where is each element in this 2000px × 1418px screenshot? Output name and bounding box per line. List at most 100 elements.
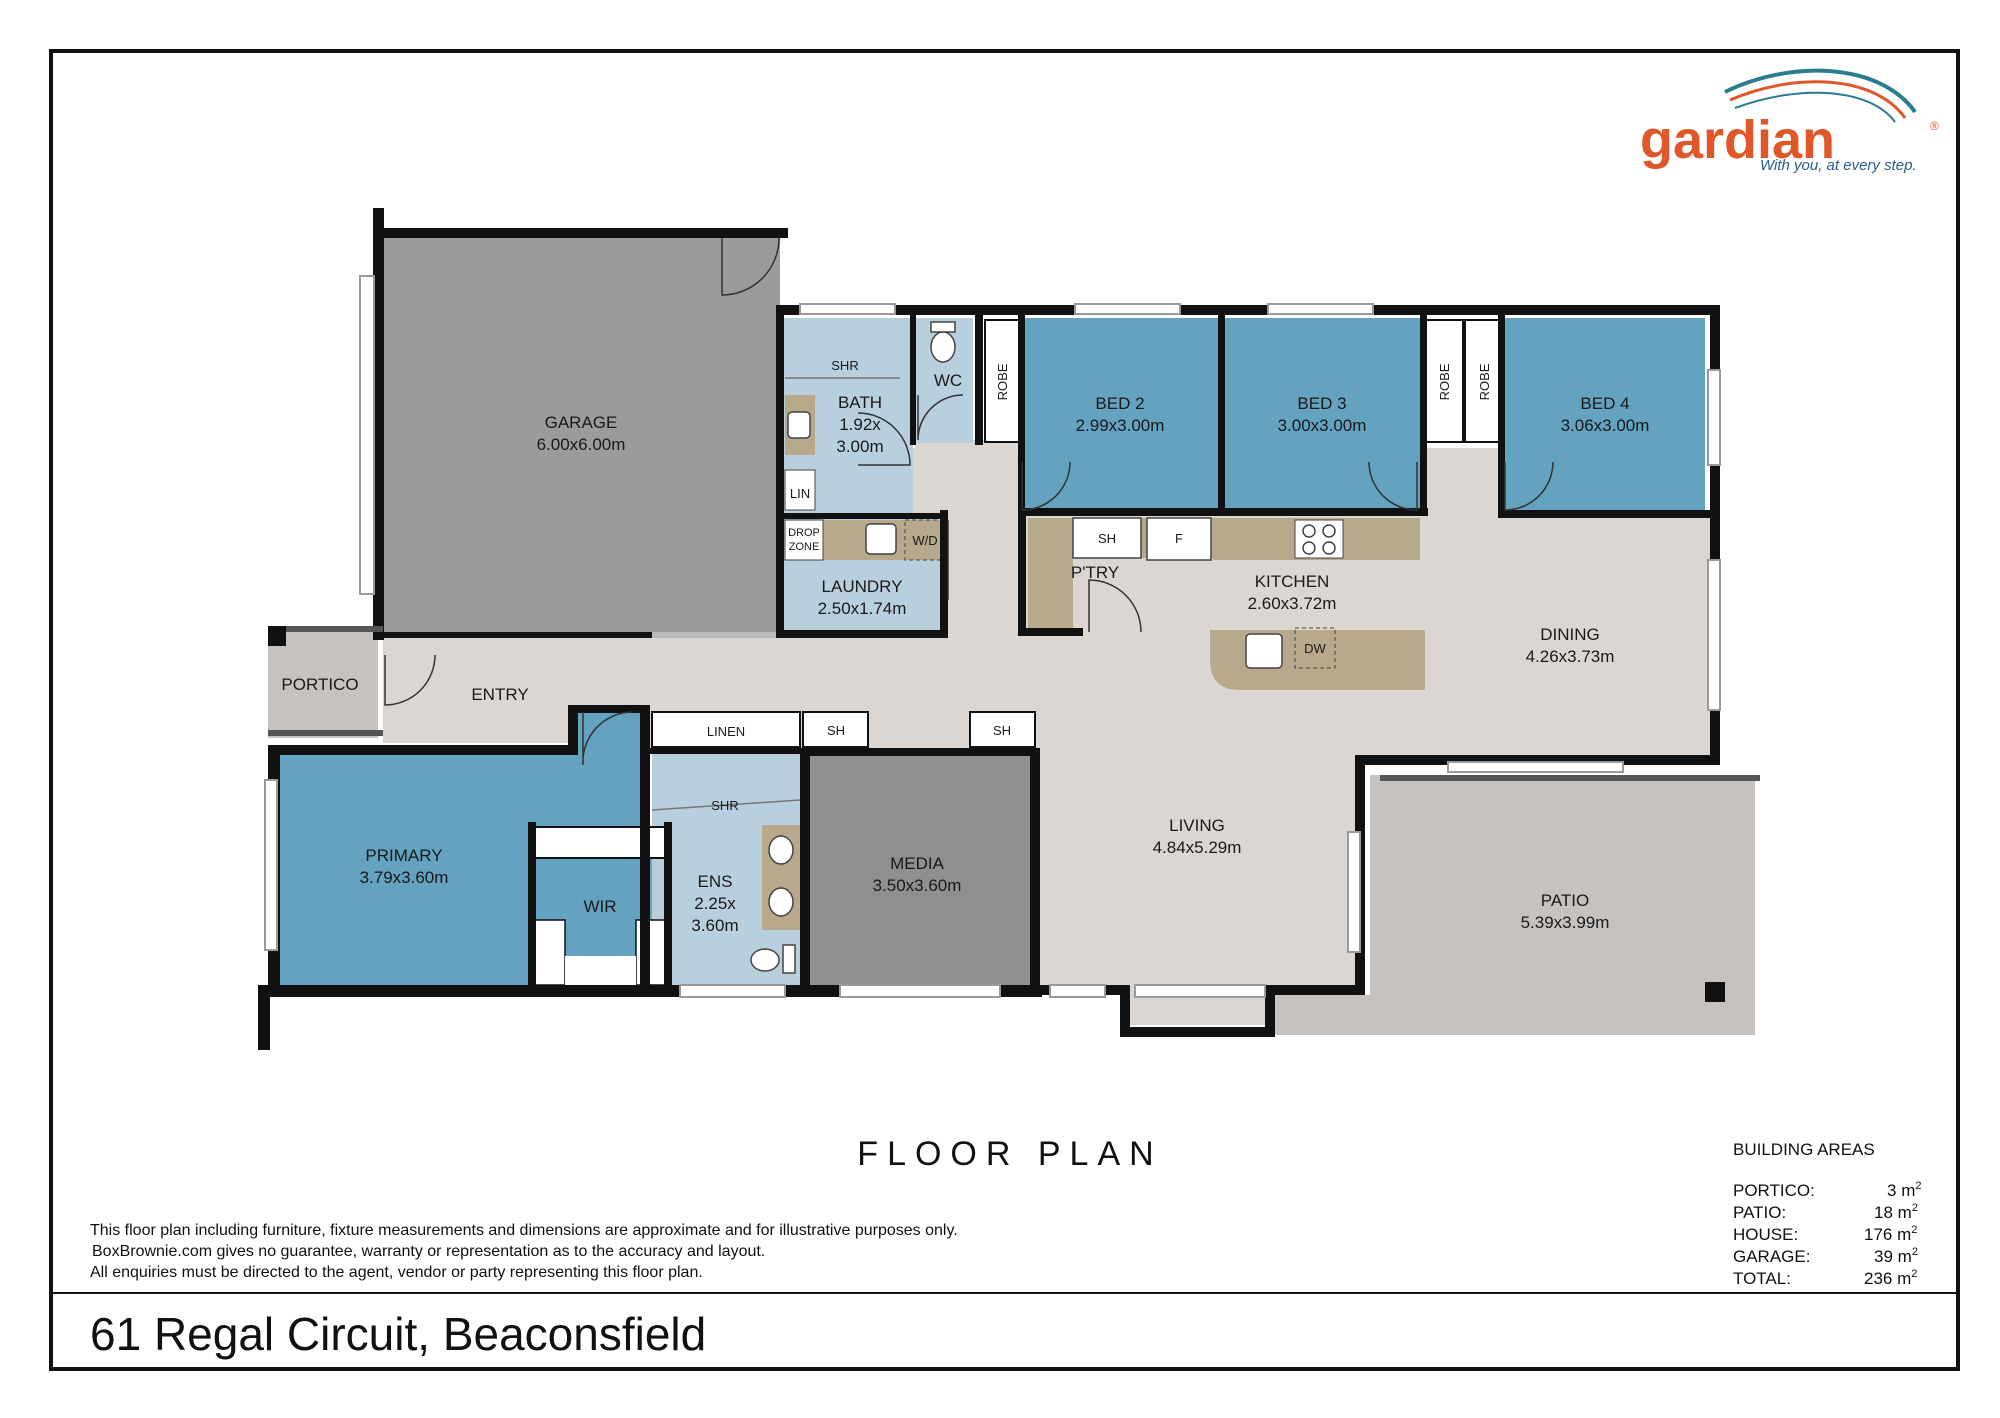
patio-dims: 5.39x3.99m bbox=[1521, 913, 1610, 932]
bed3-floor bbox=[1225, 318, 1420, 510]
disclaimer-line-2: BoxBrownie.com gives no guarantee, warra… bbox=[92, 1243, 765, 1260]
building-areas-table: BUILDING AREAS PORTICO: 3 m2 PATIO: 18 m… bbox=[1733, 1140, 1922, 1288]
area-value-number: 3 bbox=[1887, 1181, 1896, 1200]
ens-shower-screen bbox=[651, 799, 801, 811]
window-bed4 bbox=[1707, 369, 1721, 466]
pantry-bench-left bbox=[1028, 518, 1073, 630]
main-floor bbox=[383, 448, 1710, 1025]
robe-bed2 bbox=[984, 319, 1021, 443]
wall bbox=[568, 705, 648, 713]
wir-shelf-bottom bbox=[565, 956, 636, 985]
wall bbox=[1030, 748, 1040, 993]
burner bbox=[1322, 524, 1336, 538]
drop-zone-box bbox=[784, 519, 824, 561]
wall bbox=[1018, 508, 1026, 635]
window-bay bbox=[1134, 984, 1266, 998]
bath-dims-2: 3.00m bbox=[836, 437, 883, 456]
wall bbox=[268, 626, 383, 632]
island-sink-icon bbox=[1245, 633, 1283, 669]
primary-entry-floor bbox=[570, 708, 645, 753]
living-label: LIVING bbox=[1169, 816, 1225, 835]
area-row-label: HOUSE: bbox=[1733, 1225, 1798, 1244]
plan-title: FLOOR PLAN bbox=[857, 1135, 1162, 1173]
robe-bed3 bbox=[1424, 319, 1464, 443]
area-value-number: 39 bbox=[1874, 1247, 1893, 1266]
ens-cistern-icon bbox=[782, 944, 796, 974]
kitchen-island bbox=[1210, 630, 1425, 690]
wall bbox=[268, 745, 573, 755]
logo-arc-orange bbox=[1729, 80, 1907, 119]
wall bbox=[383, 632, 783, 638]
door-arc bbox=[1021, 461, 1071, 511]
window-living-patio bbox=[1347, 831, 1361, 953]
disclaimer-line-3: All enquiries must be directed to the ag… bbox=[90, 1264, 703, 1281]
burner bbox=[1302, 541, 1316, 555]
patio-post bbox=[1705, 982, 1725, 1002]
wall bbox=[268, 626, 286, 646]
window-living bbox=[1049, 984, 1106, 998]
window-primary bbox=[264, 779, 278, 951]
ens-dims-1: 2.25x bbox=[694, 894, 736, 913]
wall bbox=[776, 630, 948, 638]
bed2-floor bbox=[1022, 318, 1219, 510]
fridge-space bbox=[1146, 517, 1212, 561]
wir-shelf-left bbox=[532, 919, 566, 986]
wall bbox=[1120, 1027, 1275, 1037]
bed3-label: BED 3 bbox=[1297, 394, 1346, 413]
media-label: MEDIA bbox=[890, 854, 945, 873]
patio-label: PATIO bbox=[1541, 891, 1590, 910]
logo-registered-mark: ® bbox=[1930, 119, 1939, 133]
wall bbox=[975, 305, 983, 445]
window-bed2 bbox=[1074, 303, 1181, 315]
hallway-floor bbox=[915, 440, 1025, 520]
area-row-value: 236 m2 bbox=[1864, 1268, 1917, 1288]
bed4-label: BED 4 bbox=[1580, 394, 1629, 413]
wall bbox=[800, 748, 810, 990]
garage-dims: 6.00x6.00m bbox=[537, 435, 626, 454]
portico-floor bbox=[268, 626, 378, 738]
bath-dims-1: 1.92x bbox=[839, 415, 881, 434]
area-unit-sup: 2 bbox=[1911, 1268, 1917, 1280]
window-media bbox=[839, 984, 1001, 998]
door-arc bbox=[384, 654, 436, 706]
window-ens bbox=[679, 984, 786, 998]
primary-label: PRIMARY bbox=[365, 846, 442, 865]
area-row-value: 39 m2 bbox=[1874, 1246, 1918, 1266]
wall bbox=[1498, 305, 1505, 515]
wall bbox=[1380, 775, 1760, 781]
window-garage bbox=[359, 275, 375, 595]
media-floor bbox=[803, 753, 1030, 985]
area-row-label: GARAGE: bbox=[1733, 1247, 1810, 1266]
sliding-door-patio bbox=[1447, 761, 1624, 773]
pantry-shelf bbox=[1072, 517, 1142, 559]
ens-label: ENS bbox=[698, 872, 733, 891]
area-unit-sup: 2 bbox=[1911, 1224, 1917, 1236]
patio-floor bbox=[1272, 775, 1755, 1035]
laundry-tub-icon bbox=[865, 523, 897, 555]
robe-bed4-label: ROBE bbox=[1477, 363, 1492, 400]
wall bbox=[664, 822, 672, 990]
bed4-floor bbox=[1505, 318, 1705, 510]
area-unit: m bbox=[1898, 1203, 1912, 1222]
wall bbox=[1710, 305, 1720, 760]
laundry-dims: 2.50x1.74m bbox=[818, 599, 907, 618]
sh-left-label: SH bbox=[827, 723, 845, 738]
window-dining bbox=[1707, 559, 1721, 711]
bed4-dims: 3.06x3.00m bbox=[1561, 416, 1650, 435]
wc-label: WC bbox=[934, 371, 962, 390]
laundry-label: LAUNDRY bbox=[822, 577, 903, 596]
media-dims: 3.50x3.60m bbox=[873, 876, 962, 895]
drop-zone-label-2: ZONE bbox=[789, 541, 820, 553]
sh-cupboard-left bbox=[802, 711, 869, 748]
area-row-label: TOTAL: bbox=[1733, 1269, 1791, 1288]
logo-tagline: With you, at every step. bbox=[1760, 157, 1917, 174]
primary-dims: 3.79x3.60m bbox=[360, 868, 449, 887]
wall bbox=[528, 822, 536, 990]
wall bbox=[1420, 305, 1427, 515]
sh-right-label: SH bbox=[993, 723, 1011, 738]
area-value-number: 236 bbox=[1864, 1269, 1892, 1288]
wall bbox=[776, 513, 948, 519]
dw-label: DW bbox=[1304, 641, 1326, 656]
area-row-label: PATIO: bbox=[1733, 1203, 1786, 1222]
